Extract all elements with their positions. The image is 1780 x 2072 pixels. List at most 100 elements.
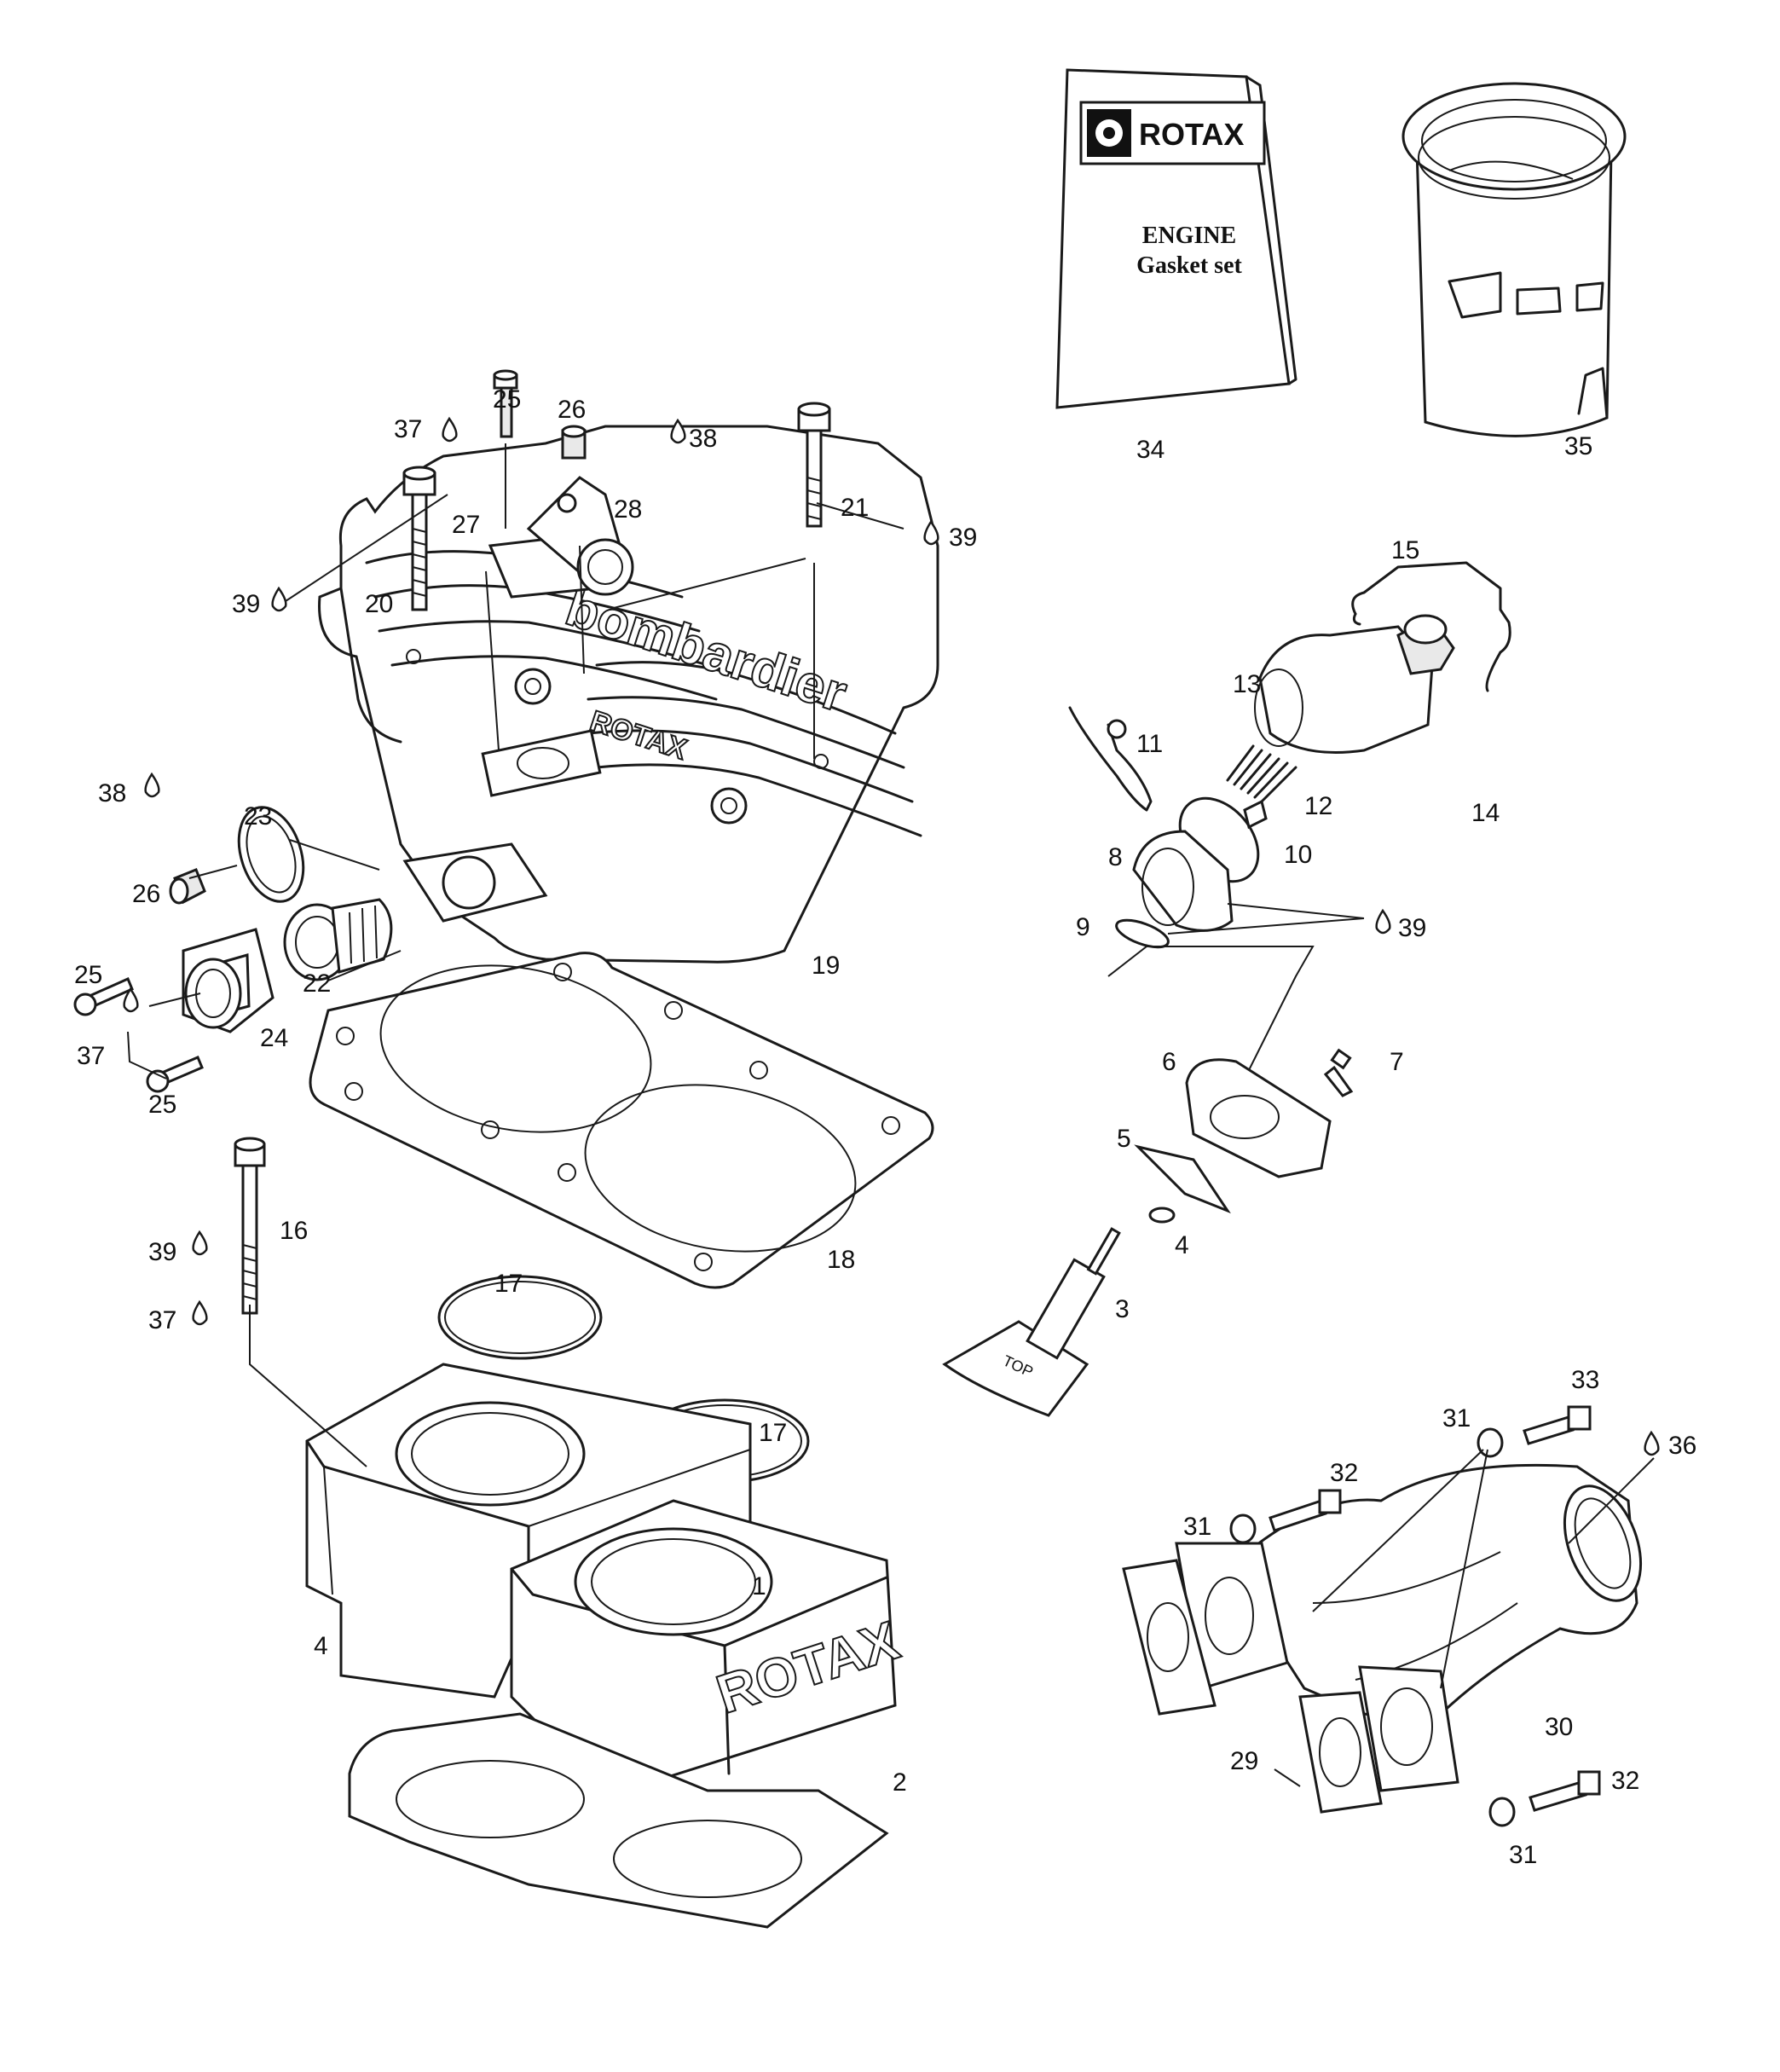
callout-31-top: 31 <box>1442 1404 1471 1432</box>
callout-4-cylinder: 4 <box>314 1632 328 1660</box>
gasket-set-book: ROTAX ENGINE Gasket set <box>1055 68 1297 409</box>
washer-low <box>1488 1797 1516 1827</box>
drop-icon <box>1375 908 1391 935</box>
rave-valve-tool: TOP <box>942 1227 1121 1417</box>
callout-17-right: 17 <box>759 1419 787 1447</box>
callout-labels: 1 2 3 4 4 5 6 7 8 9 10 11 12 13 14 15 16… <box>74 385 1696 1869</box>
head-gasket <box>309 952 934 1289</box>
valve-bellows <box>1132 830 1234 932</box>
callout-38-top: 38 <box>689 425 717 453</box>
drop-icons <box>123 416 1660 1456</box>
callout-33: 33 <box>1571 1366 1599 1394</box>
plug-fitting-lower <box>169 868 206 905</box>
callout-35: 35 <box>1564 432 1592 460</box>
callout-25-top: 25 <box>493 385 521 414</box>
callout-23: 23 <box>244 802 272 831</box>
leader-lines <box>127 443 1655 1787</box>
drop-icon <box>271 586 287 612</box>
cover-bolt-lower <box>146 1056 204 1093</box>
callout-5: 5 <box>1117 1125 1131 1153</box>
cover-bolt-upper <box>73 977 134 1016</box>
adjustment-cap <box>1396 614 1455 675</box>
exhaust-bolt-top <box>1523 1405 1592 1445</box>
valve-gasket <box>1134 1144 1231 1214</box>
callout-26-top: 26 <box>558 396 586 424</box>
exhaust-bolt-mid <box>1269 1489 1342 1532</box>
washer-mid <box>1229 1513 1257 1544</box>
callout-25-left: 25 <box>74 961 102 989</box>
callout-3: 3 <box>1115 1295 1130 1323</box>
drop-icon <box>670 418 686 444</box>
valve-o-ring <box>1148 1207 1176 1224</box>
callout-34: 34 <box>1136 436 1165 464</box>
exhaust-flange-lower <box>1358 1665 1459 1792</box>
drop-icon <box>923 519 939 546</box>
callout-39-left: 39 <box>232 590 260 618</box>
callout-32-top: 32 <box>1330 1459 1358 1487</box>
callout-20: 20 <box>365 590 393 618</box>
callout-7: 7 <box>1390 1048 1404 1076</box>
rotax-logo-text: ROTAX <box>1139 117 1244 152</box>
callout-21: 21 <box>841 494 869 522</box>
drop-icon <box>192 1230 208 1256</box>
callout-4-valve: 4 <box>1175 1231 1189 1259</box>
callout-13: 13 <box>1233 670 1261 698</box>
callout-31-bottom: 31 <box>1509 1841 1537 1869</box>
spark-plug-hole-2 <box>710 787 748 825</box>
drop-icon <box>442 416 458 443</box>
cylinder-bolt <box>234 1137 266 1315</box>
callout-28: 28 <box>614 495 642 524</box>
housing-screw <box>1323 1048 1354 1097</box>
callout-10: 10 <box>1284 841 1312 869</box>
thermostat-cover <box>182 928 275 1033</box>
cylinder-sleeve <box>1401 82 1627 437</box>
callout-12: 12 <box>1304 792 1332 820</box>
retaining-clip <box>1068 706 1153 812</box>
exhaust-gasket-lower <box>1298 1691 1383 1814</box>
callout-26-left: 26 <box>132 880 160 908</box>
bellows-clamp <box>1115 918 1170 949</box>
callout-27: 27 <box>452 511 480 539</box>
callout-6: 6 <box>1162 1048 1176 1076</box>
o-ring <box>237 806 305 903</box>
callout-9: 9 <box>1076 913 1090 941</box>
cylinder-o-ring-left <box>437 1275 603 1360</box>
book-title-line1: ENGINE <box>1142 223 1236 249</box>
water-outlet-elbow <box>488 476 634 599</box>
head-bolt-long-left <box>402 466 436 611</box>
callout-16: 16 <box>280 1217 308 1245</box>
callout-30: 30 <box>1545 1713 1573 1741</box>
callout-32-bottom: 32 <box>1611 1767 1639 1795</box>
drop-icon <box>144 772 160 798</box>
callout-37-bottom: 37 <box>148 1306 176 1334</box>
callout-2: 2 <box>893 1768 907 1797</box>
callout-17-left: 17 <box>494 1270 523 1298</box>
callout-25-bottom: 25 <box>148 1091 176 1119</box>
callout-39-right: 39 <box>949 524 977 552</box>
cylinder-head: bombardier ROTAX <box>318 425 939 964</box>
drop-icon <box>1644 1430 1660 1456</box>
base-gasket <box>348 1712 889 1929</box>
spring-clip <box>1351 561 1511 692</box>
callout-19: 19 <box>812 952 840 980</box>
drop-icon <box>192 1299 208 1326</box>
callout-18: 18 <box>827 1246 855 1274</box>
callout-24: 24 <box>260 1024 288 1052</box>
callout-39-valve: 39 <box>1398 914 1426 942</box>
callout-37-left: 37 <box>77 1042 105 1070</box>
drop-icon <box>123 987 139 1013</box>
callout-36: 36 <box>1668 1432 1696 1460</box>
callout-38-left: 38 <box>98 779 126 807</box>
callout-14: 14 <box>1471 799 1500 827</box>
callout-31-mid: 31 <box>1183 1513 1211 1541</box>
head-bolt-long-right <box>797 402 831 528</box>
callout-1: 1 <box>752 1572 766 1600</box>
book-title-line2: Gasket set <box>1136 252 1242 279</box>
callout-11: 11 <box>1136 730 1163 758</box>
callout-15: 15 <box>1391 536 1419 564</box>
washer-top <box>1477 1427 1504 1458</box>
valve-cover <box>1254 625 1434 754</box>
spark-plug-hole-1 <box>514 668 552 705</box>
